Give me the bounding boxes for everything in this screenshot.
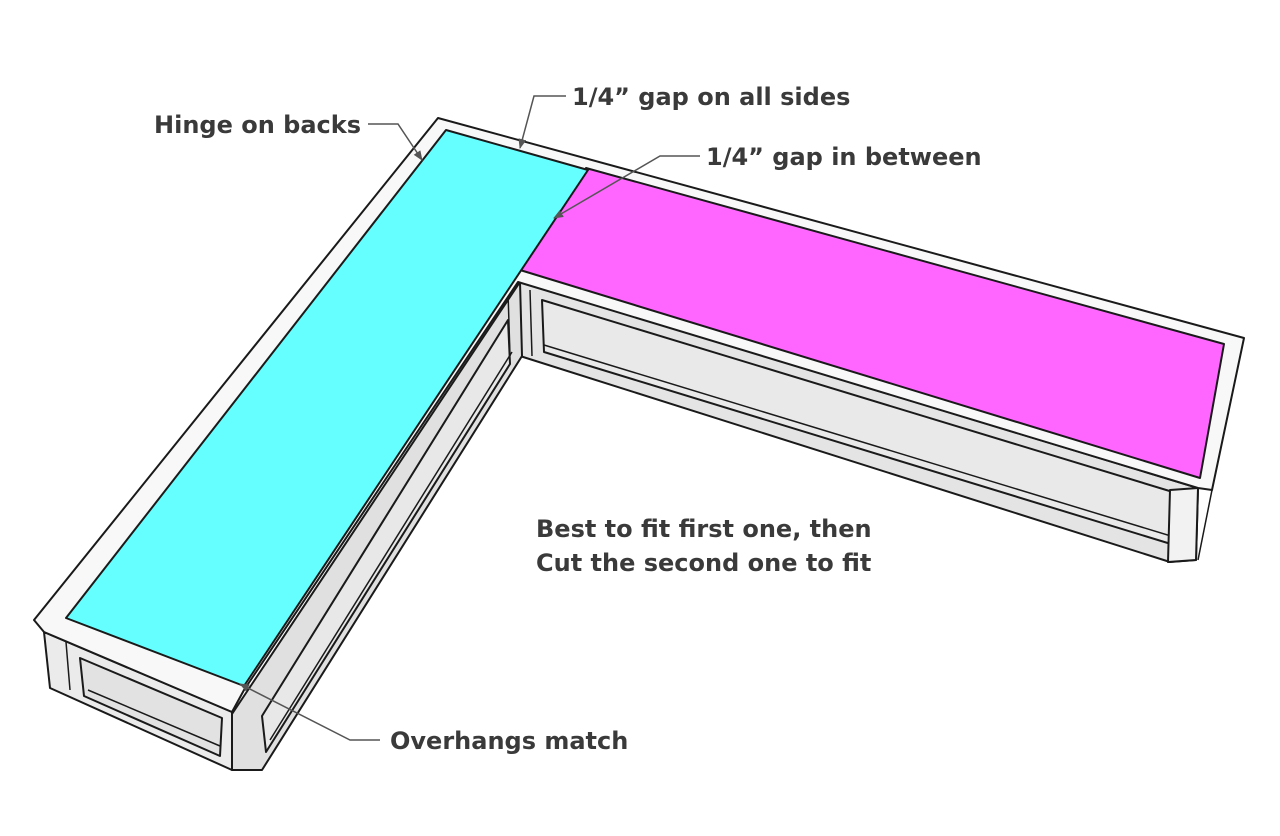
leader-hinge-on-backs <box>368 123 423 161</box>
leader-overhangs-match <box>239 683 380 741</box>
right-bench-stile <box>529 289 533 357</box>
left-bench-corner-stile <box>507 291 511 357</box>
right-bench-end-leg <box>1167 487 1199 563</box>
leader-gap-in-between <box>553 155 700 219</box>
right-bench-rail-line <box>543 344 1185 541</box>
left-end-stile <box>65 641 71 691</box>
annotation-fit-line-1: Best to fit first one, then <box>536 515 872 543</box>
leader-gap-all-sides <box>518 95 566 149</box>
annotation-gap-all-sides: 1/4” gap on all sides <box>572 83 851 111</box>
annotation-hinge-on-backs: Hinge on backs <box>154 111 361 139</box>
left-bench-rail-line <box>269 351 513 741</box>
right-end-edge <box>1197 489 1213 561</box>
left-end-rail-line <box>87 689 221 747</box>
annotation-overhangs-match: Overhangs match <box>390 727 629 755</box>
annotation-fit-line-2: Cut the second one to fit <box>536 549 872 577</box>
annotation-gap-in-between: 1/4” gap in between <box>706 143 982 171</box>
left-bench-panel <box>261 319 511 753</box>
